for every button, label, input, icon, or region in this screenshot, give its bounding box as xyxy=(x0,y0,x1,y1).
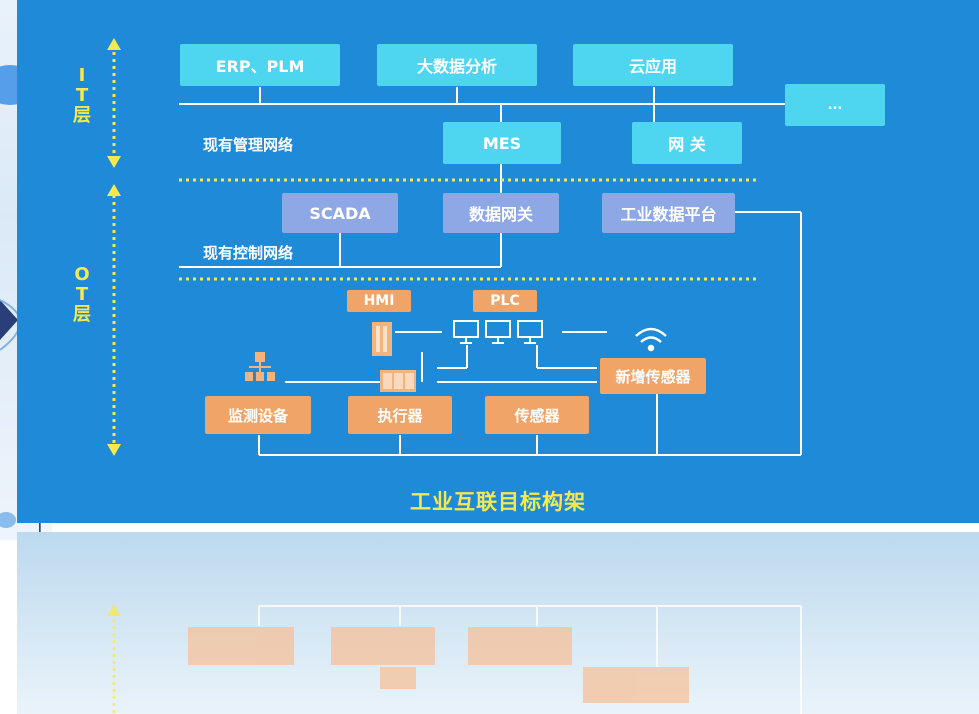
data-gateway-box: 数据网关 xyxy=(443,193,559,233)
hmi-device-icon xyxy=(372,322,392,356)
mes-box: MES xyxy=(443,122,561,164)
gateway-box: 网 关 xyxy=(632,122,742,164)
server-rack-icon xyxy=(380,370,416,392)
plc-monitors-icon xyxy=(453,320,543,344)
architecture-slide: I T 层 O T 层 ERP、PLM 大数据分析 云应用 ... 现有管理网络… xyxy=(17,0,979,523)
more-box: ... xyxy=(785,84,885,126)
wifi-icon xyxy=(635,327,667,352)
ot-layer-text: O T 层 xyxy=(73,264,91,325)
industrial-data-platform-box: 工业数据平台 xyxy=(602,193,735,233)
new-sensor-box: 新增传感器 xyxy=(600,358,706,394)
big-data-box: 大数据分析 xyxy=(377,44,537,86)
scada-box: SCADA xyxy=(282,193,398,233)
cloud-app-box: 云应用 xyxy=(573,44,733,86)
monitor-device-box: 监测设备 xyxy=(205,396,311,434)
reflection-shapes xyxy=(107,604,802,714)
actuator-box: 执行器 xyxy=(348,396,452,434)
hmi-label: HMI xyxy=(347,290,411,312)
erp-plm-box: ERP、PLM xyxy=(180,44,340,86)
monitor-tree-icon xyxy=(245,352,275,381)
diagram-title: 工业互联目标构架 xyxy=(410,490,586,514)
ot-layer-label: O T 层 xyxy=(71,265,93,325)
plc-label: PLC xyxy=(473,290,537,312)
slide-reflection xyxy=(17,532,979,714)
connector-lines xyxy=(107,38,802,456)
management-network-label: 现有管理网络 xyxy=(203,136,294,154)
control-network-label: 现有控制网络 xyxy=(203,244,294,262)
sensor-box: 传感器 xyxy=(485,396,589,434)
it-layer-text: I T 层 xyxy=(73,65,91,126)
it-layer-label: I T 层 xyxy=(71,66,93,126)
